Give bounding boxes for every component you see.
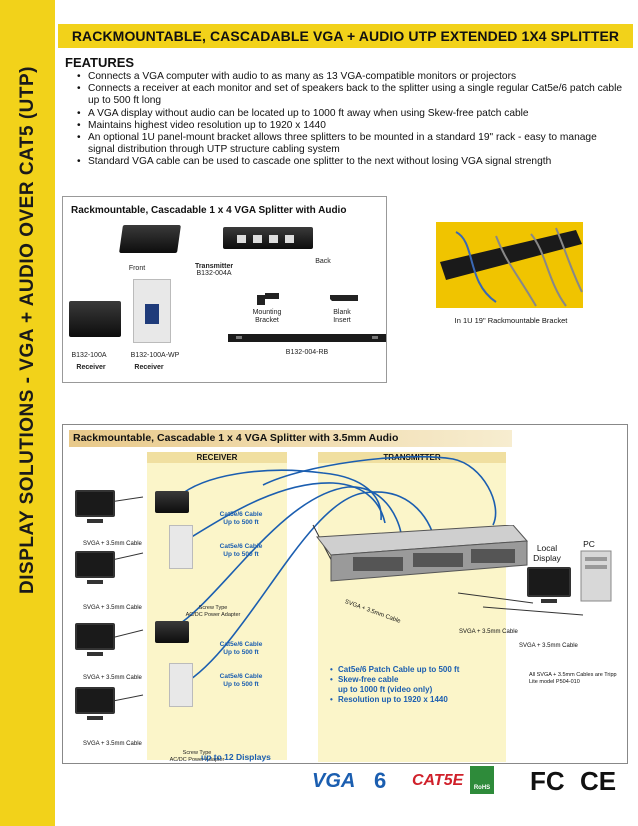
features-list: Connects a VGA computer with audio to as…: [77, 71, 622, 169]
receiver-box-image: [155, 621, 189, 643]
cable-label: SVGA + 3.5mm Cable: [83, 675, 142, 681]
up-to-displays: up to 12 Displays: [201, 752, 271, 762]
receiver-wallplate-image: [169, 663, 193, 707]
cable-label: SVGA + 3.5mm Cable: [83, 605, 142, 611]
local-display-label: Local Display: [533, 543, 561, 563]
blank-insert-icon: [330, 295, 358, 301]
monitor-stand: [87, 519, 103, 523]
cat-cable-label: Cat5e/6 Cable Up to 500 ft: [219, 641, 263, 656]
rohs-logo-text: RoHS: [473, 785, 491, 791]
blank-insert-label: Blank Insert: [333, 309, 351, 324]
wallplate-image: [133, 279, 171, 343]
transmitter-front-image: [119, 225, 181, 253]
back-label: Back: [315, 258, 331, 265]
transmitter-label: Transmitter: [194, 263, 234, 270]
receiver-label: Receiver: [76, 364, 106, 371]
monitor-stand: [541, 599, 557, 603]
rack-splitter-illustration: [316, 525, 529, 582]
transmitter-model: B132-004A: [196, 270, 232, 277]
feature-item: Connects a VGA computer with audio to as…: [77, 71, 622, 83]
front-label: Front: [128, 265, 146, 272]
spec-bullet: up to 1000 ft (video only): [338, 685, 433, 694]
cable-label: SVGA + 3.5mm Cable: [519, 643, 578, 649]
spec-bullet: Skew-free cable: [330, 675, 505, 685]
feature-item: An optional 1U panel-mount bracket allow…: [77, 132, 622, 156]
feature-item: Connects a receiver at each monitor and …: [77, 83, 622, 107]
lcd-monitor-icon: [75, 687, 115, 714]
cat-cable-label: Cat5e/6 Cable Up to 500 ft: [219, 511, 263, 526]
ce-logo: CE: [580, 766, 617, 796]
wallplate-label: Receiver: [134, 364, 164, 371]
photo-caption: In 1U 19" Rackmountable Bracket: [454, 316, 568, 325]
cable-label: SVGA + 3.5mm Cable: [83, 741, 142, 747]
cable-label: SVGA + 3.5mm Cable: [459, 629, 518, 635]
spec-bullet: Cat5e/6 Patch Cable up to 500 ft: [330, 665, 505, 675]
monitor-stand: [87, 716, 103, 720]
rj45-ports-icon: [237, 235, 294, 243]
wallplate-model: B132-100A-WP: [130, 352, 180, 359]
spec-bullets: Cat5e/6 Patch Cable up to 500 ft Skew-fr…: [330, 665, 505, 705]
diagram-box: Rackmountable, Cascadable 1 x 4 VGA Spli…: [62, 424, 628, 764]
lcd-monitor-icon: [75, 551, 115, 578]
side-band: [0, 0, 55, 826]
feature-item: Standard VGA cable can be used to cascad…: [77, 156, 622, 168]
cable-label: SVGA + 3.5mm Cable: [83, 541, 142, 547]
rack-model: B132-004-RB: [285, 349, 329, 356]
receiver-model: B132-100A: [71, 352, 107, 359]
side-title: DISPLAY SOLUTIONS - VGA + AUDIO OVER CAT…: [17, 66, 38, 594]
receiver-image: [69, 301, 121, 337]
product-box: Rackmountable, Cascadable 1 x 4 VGA Spli…: [62, 196, 387, 383]
adapter-label: Screw Type AC/DC Power Adapter: [169, 750, 225, 763]
feature-item: Maintains highest video resolution up to…: [77, 120, 622, 132]
mounting-bracket-label: Mounting Bracket: [252, 309, 282, 324]
features-heading: FEATURES: [65, 55, 135, 70]
mounting-bracket-icon: [257, 293, 279, 305]
lcd-monitor-icon: [75, 490, 115, 517]
cat-cable-label: Cat5e/6 Cable Up to 500 ft: [219, 543, 263, 558]
receiver-heading: RECEIVER: [147, 452, 287, 463]
local-display-icon: [527, 567, 571, 597]
rack-bracket-icon: [228, 334, 386, 342]
vga-logo: VGA: [312, 770, 356, 792]
cat-cable-label: Cat5e/6 Cable Up to 500 ft: [219, 673, 263, 688]
cat5e-logo: CAT5E: [412, 772, 464, 789]
spec-bullet: Resolution up to 1920 x 1440: [330, 695, 505, 705]
rack-photo: [436, 222, 583, 308]
pc-tower-icon: [580, 550, 612, 602]
receiver-wallplate-image: [169, 525, 193, 569]
monitor-stand: [87, 652, 103, 656]
diagram-title: Rackmountable, Cascadable 1 x 4 VGA Spli…: [73, 432, 399, 444]
product-box-title: Rackmountable, Cascadable 1 x 4 VGA Spli…: [71, 205, 347, 216]
rohs-logo: RoHS: [470, 766, 494, 794]
receiver-box-image: [155, 491, 189, 513]
cat6-logo: 6: [374, 768, 387, 793]
rack-photo-illustration: [436, 222, 583, 308]
monitor-stand: [87, 580, 103, 584]
pc-label: PC: [583, 539, 595, 549]
adapter-label: Screw Type AC/DC Power Adapter: [185, 605, 241, 618]
page-title: RACKMOUNTABLE, CASCADABLE VGA + AUDIO UT…: [71, 28, 620, 44]
header-bar: RACKMOUNTABLE, CASCADABLE VGA + AUDIO UT…: [58, 24, 633, 48]
transmitter-back-image: [223, 227, 313, 249]
cable-lines: [102, 455, 584, 704]
lcd-monitor-icon: [75, 623, 115, 650]
cable-note: All SVGA + 3.5mm Cables are Tripp Lite m…: [529, 672, 617, 685]
feature-item: A VGA display without audio can be locat…: [77, 108, 622, 120]
transmitter-heading: TRANSMITTER: [318, 452, 506, 463]
fcc-logo: FC: [530, 766, 565, 796]
diagram-title-bar: Rackmountable, Cascadable 1 x 4 VGA Spli…: [69, 430, 512, 447]
